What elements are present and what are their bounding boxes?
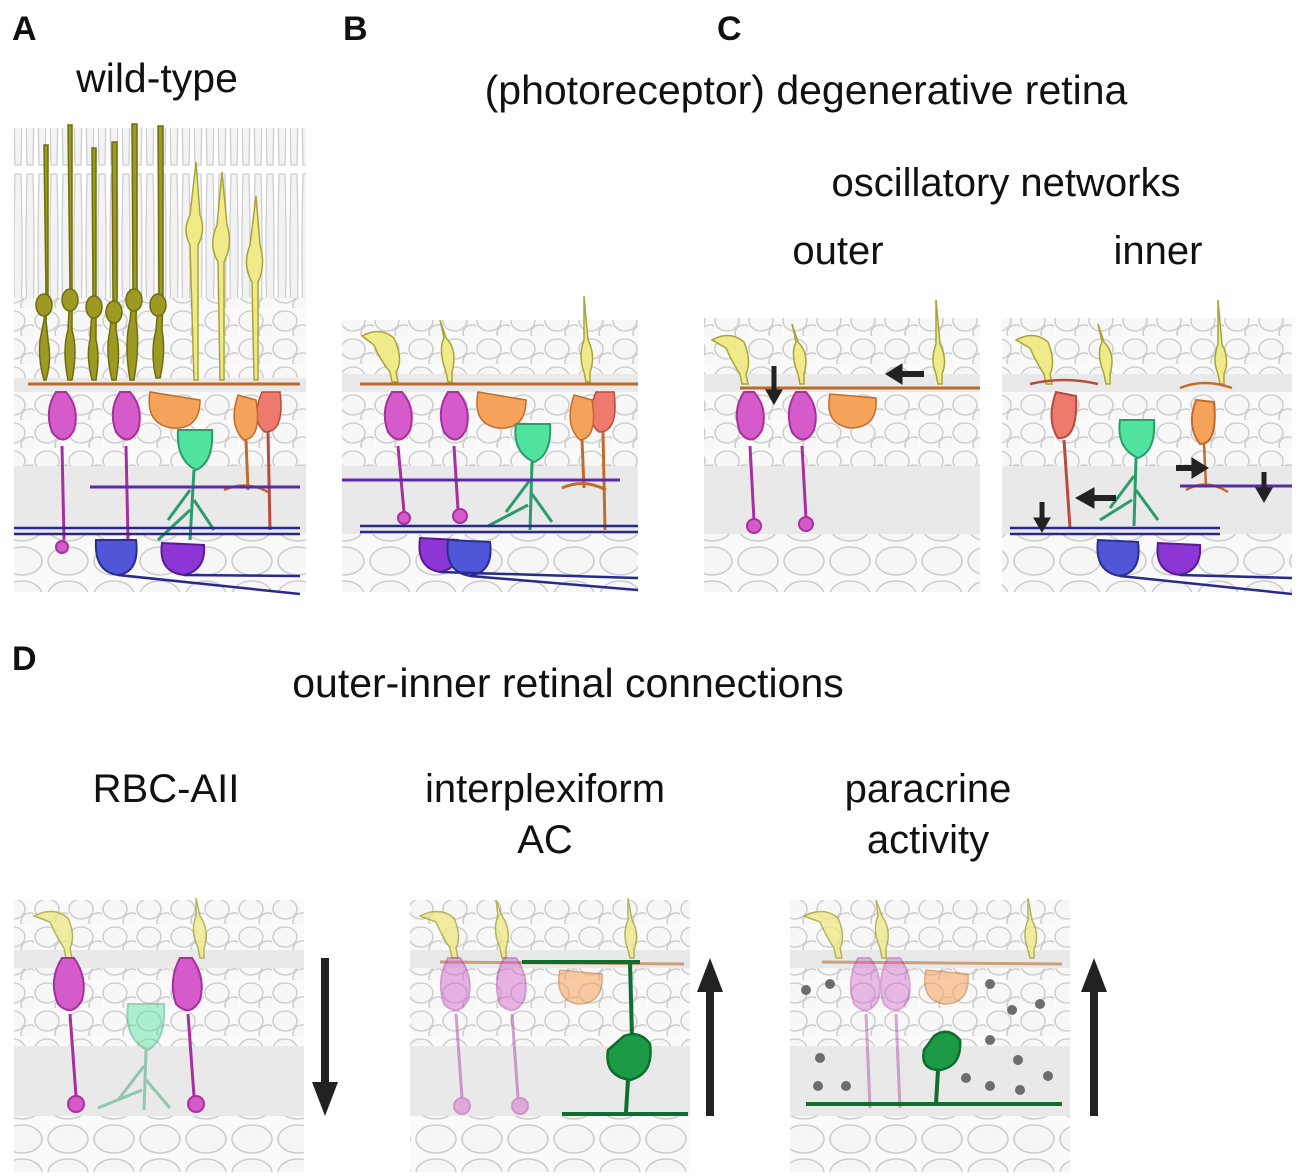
- ganglion-cells: [1096, 538, 1293, 596]
- ganglion-cell-layer: [790, 1116, 1070, 1172]
- panel-c-subtitle: oscillatory networks: [831, 161, 1180, 205]
- signal-direction-up-arrow: [697, 958, 723, 1116]
- panel-label-d: D: [12, 640, 37, 678]
- ipl-stratum-line: [1010, 526, 1220, 536]
- cone-bipolar-cell: [1179, 381, 1233, 494]
- inner-plexiform-layer: [14, 466, 306, 534]
- case-rbc-aii-retina: [14, 897, 304, 1172]
- aii-amacrine-cell: [156, 429, 216, 542]
- remnant-cones: [1014, 299, 1228, 385]
- horizontal-cell: [924, 969, 969, 1005]
- ipl-stratum-line: [14, 526, 300, 536]
- remnant-cones: [360, 295, 594, 383]
- outer-network-label: outer: [792, 229, 883, 273]
- aii-amacrine-cell: [97, 1003, 172, 1111]
- cone-bipolar-cell: [569, 394, 595, 441]
- horizontal-cell: [476, 391, 527, 429]
- inner-network-label: inner: [1114, 229, 1203, 273]
- cone-bipolar-cells: [223, 391, 282, 531]
- remnant-cones: [418, 897, 638, 959]
- ganglion-cell-layer: [704, 534, 980, 592]
- case-paracrine-retina: [790, 897, 1070, 1172]
- ganglion-cell-layer: [1002, 534, 1292, 592]
- panel-b-retina: [342, 295, 639, 592]
- horizontal-cell-processes: [821, 960, 1063, 966]
- cone-photoreceptors: [185, 161, 264, 381]
- inner-plexiform-layer: [14, 1046, 304, 1116]
- inner-plexiform-layer: [1002, 466, 1292, 534]
- panel-label-c: C: [717, 10, 742, 48]
- signal-direction-down-arrow: [312, 958, 338, 1116]
- interplexiform-amacrine-cell: [522, 960, 688, 1116]
- rod-bipolar-cells: [735, 391, 817, 534]
- case-2-label-line2: AC: [517, 818, 573, 862]
- aii-amacrine-cell: [487, 423, 554, 531]
- aii-amacrine-cell: [1099, 419, 1160, 527]
- case-2-label-line1: interplexiform: [425, 767, 665, 811]
- panel-a-retina: [14, 123, 306, 596]
- remnant-cones: [32, 897, 207, 959]
- outer-plexiform-layer: [14, 950, 304, 968]
- panel-label-b: B: [343, 10, 368, 48]
- remnant-cones: [710, 299, 946, 385]
- panel-a-title: wild-type: [75, 55, 238, 101]
- displaced-amacrine-cell: [806, 1030, 1062, 1106]
- cone-bipolar-cell: [1029, 378, 1099, 529]
- ganglion-cells: [418, 536, 639, 592]
- rod-photoreceptors: [35, 123, 167, 381]
- ganglion-cells: [94, 539, 301, 596]
- inner-nuclear-layer: [410, 968, 690, 1046]
- case-interplexiform-retina: [410, 897, 690, 1172]
- inner-plexiform-layer: [704, 466, 980, 534]
- signal-direction-up-arrow: [1081, 958, 1107, 1116]
- case-1-label: RBC-AII: [93, 767, 240, 811]
- oscillation-arrows: [765, 363, 1273, 534]
- remnant-cones: [802, 897, 1038, 959]
- rod-bipolar-cells: [439, 957, 529, 1115]
- neurotransmitter-vesicles: [801, 979, 1053, 1095]
- ganglion-cell-layer: [14, 1116, 304, 1172]
- horizontal-cell: [148, 391, 201, 429]
- ipl-stratum-line: [360, 524, 638, 534]
- horizontal-cell: [558, 969, 603, 1005]
- rod-bipolar-cells: [52, 957, 205, 1113]
- rod-bipolar-cells: [849, 957, 911, 1109]
- inner-plexiform-layer: [342, 466, 638, 534]
- panel-label-a: A: [12, 10, 37, 48]
- panel-d-title: outer-inner retinal connections: [292, 660, 844, 706]
- cone-bipolar-cell: [590, 391, 616, 433]
- panel-c-inner-network: [1002, 299, 1293, 596]
- ganglion-cell-layer: [410, 1116, 690, 1172]
- horizontal-cell: [828, 393, 877, 429]
- case-3-label-line1: paracrine: [845, 767, 1012, 811]
- panel-c-title: (photoreceptor) degenerative retina: [485, 67, 1128, 113]
- panel-c-outer-network: [704, 299, 980, 592]
- case-3-label-line2: activity: [867, 818, 989, 862]
